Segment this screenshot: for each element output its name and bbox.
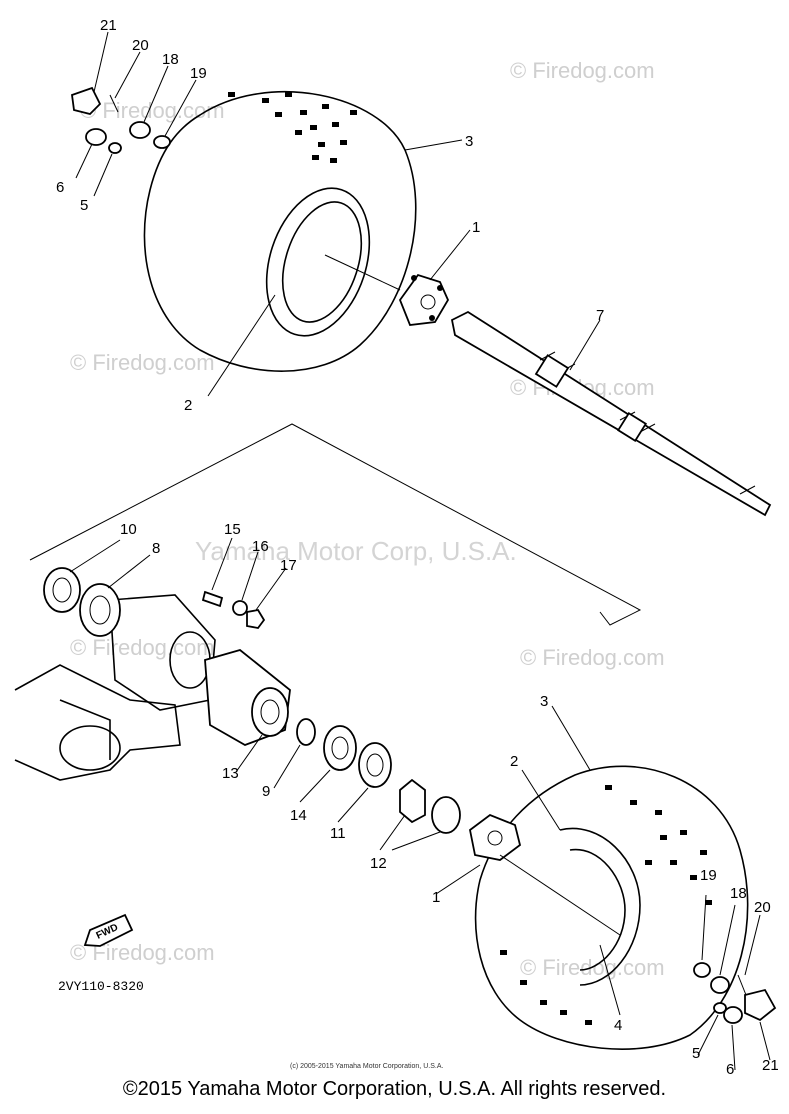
callout-20-lower: 20 bbox=[754, 899, 771, 916]
callout-18-lower: 18 bbox=[730, 885, 747, 902]
upper-cap bbox=[71, 86, 102, 115]
upper-rim-outer bbox=[265, 187, 371, 337]
callout-19-upper: 19 bbox=[190, 65, 207, 82]
callout-17: 17 bbox=[280, 557, 297, 574]
small-copyright: (c) 2005-2015 Yamaha Motor Corporation, … bbox=[290, 1063, 443, 1070]
collar-12a bbox=[399, 778, 426, 824]
oil-seal-10 bbox=[43, 567, 81, 613]
upper-tire bbox=[143, 90, 417, 372]
assembly-boundary bbox=[29, 423, 642, 626]
callout-13: 13 bbox=[222, 765, 239, 782]
bearing-14 bbox=[323, 725, 357, 771]
upper-tread-knobs bbox=[228, 92, 357, 163]
watermark-site-5: © Firedog.com bbox=[70, 635, 215, 660]
callout-9: 9 bbox=[262, 783, 270, 800]
upper-lock-washer bbox=[108, 142, 122, 154]
watermarks: © Firedog.com © Firedog.com © Firedog.co… bbox=[70, 58, 665, 980]
callout-14: 14 bbox=[290, 807, 307, 824]
stud-15 bbox=[201, 590, 224, 608]
callout-19-lower: 19 bbox=[700, 867, 717, 884]
upper-hub bbox=[398, 273, 450, 326]
bearing-13 bbox=[251, 687, 289, 737]
callout-2-lower: 2 bbox=[510, 753, 518, 770]
callout-18-upper: 18 bbox=[162, 51, 179, 68]
callout-3-lower: 3 bbox=[540, 693, 548, 710]
upper-rim-inner bbox=[281, 201, 363, 323]
upper-castle-nut bbox=[129, 121, 151, 139]
bearing-8 bbox=[79, 583, 121, 637]
watermark-site-3: © Firedog.com bbox=[70, 350, 215, 375]
callout-11: 11 bbox=[330, 825, 346, 842]
lower-fasteners bbox=[693, 894, 777, 1071]
callout-5-upper: 5 bbox=[80, 197, 88, 214]
fwd-arrow: FWD bbox=[83, 913, 134, 947]
lower-cotter-pin bbox=[737, 974, 747, 996]
upper-washer bbox=[153, 135, 171, 149]
callout-3-upper: 3 bbox=[465, 133, 473, 150]
watermark-site-6: © Firedog.com bbox=[520, 645, 665, 670]
rear-axle bbox=[450, 310, 772, 517]
diagram-code: 2VY110-8320 bbox=[58, 979, 144, 994]
callout-4: 4 bbox=[614, 1017, 622, 1034]
callout-12: 12 bbox=[370, 855, 387, 872]
callout-20-upper: 20 bbox=[132, 37, 149, 54]
watermark-corp: Yamaha Motor Corp, U.S.A. bbox=[195, 536, 517, 566]
callout-15: 15 bbox=[224, 521, 241, 538]
bearing-11 bbox=[358, 742, 392, 788]
callout-6-lower: 6 bbox=[726, 1061, 734, 1078]
lower-leader-lines bbox=[69, 537, 621, 1016]
lower-nut bbox=[723, 1006, 743, 1024]
lower-hub bbox=[469, 813, 621, 936]
callout-6-upper: 6 bbox=[56, 179, 64, 196]
callout-21-lower: 21 bbox=[762, 1057, 779, 1074]
callout-1-upper: 1 bbox=[472, 219, 480, 236]
callout-21-upper: 21 bbox=[100, 17, 117, 34]
callout-10: 10 bbox=[120, 521, 137, 538]
callouts: 21 20 18 19 6 5 3 1 7 2 10 8 15 16 17 13… bbox=[56, 17, 779, 1078]
upper-leader-lines bbox=[75, 31, 601, 397]
callout-2-upper: 2 bbox=[184, 397, 192, 414]
collar-12b bbox=[431, 796, 461, 834]
lower-rim bbox=[559, 827, 641, 986]
callout-7: 7 bbox=[596, 307, 604, 324]
footer-copyright: ©2015 Yamaha Motor Corporation, U.S.A. A… bbox=[122, 1078, 667, 1100]
spacer-9 bbox=[296, 718, 316, 746]
watermark-site-1: © Firedog.com bbox=[510, 58, 655, 83]
lower-lock-washer bbox=[713, 1002, 727, 1014]
lower-tread-knobs bbox=[500, 785, 712, 1025]
callout-16: 16 bbox=[252, 538, 269, 555]
nut-17 bbox=[246, 609, 266, 629]
lower-wheel-assembly bbox=[474, 765, 749, 1050]
callout-1-lower: 1 bbox=[432, 889, 440, 906]
callout-5-lower: 5 bbox=[692, 1045, 700, 1062]
upper-cotter-pin bbox=[109, 94, 119, 113]
upper-fasteners bbox=[71, 86, 171, 154]
swingarm-assembly bbox=[14, 594, 291, 781]
callout-8: 8 bbox=[152, 540, 160, 557]
lower-castle-nut bbox=[710, 976, 730, 994]
lower-tire bbox=[474, 765, 749, 1050]
upper-wheel-assembly bbox=[143, 90, 417, 372]
washer-16 bbox=[232, 600, 248, 616]
lower-washer bbox=[693, 962, 711, 978]
upper-nut bbox=[85, 128, 107, 146]
lower-cap bbox=[744, 988, 777, 1022]
